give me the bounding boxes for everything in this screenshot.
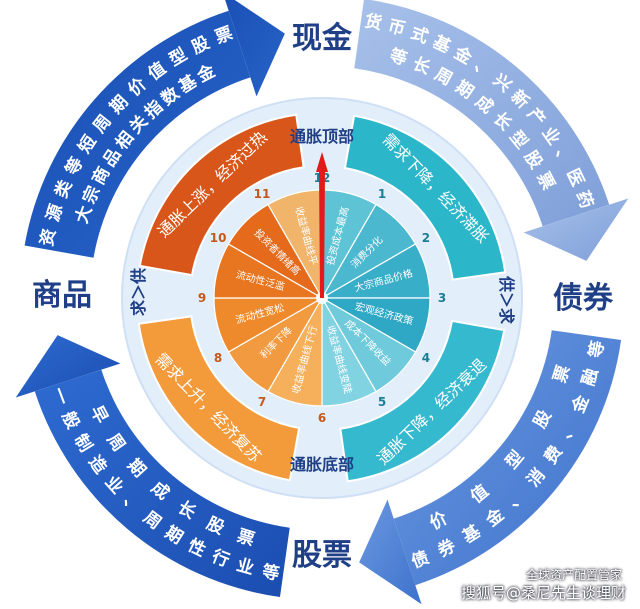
outer-arrow-bottom-right: 债券基金、消费、金融等价值型股票 xyxy=(359,330,622,605)
outer-arrow-text-char: 医 xyxy=(562,166,587,190)
outer-arrow-text-char: 货 xyxy=(363,10,384,34)
ring-label-bottom: 通胀底部 xyxy=(290,455,354,474)
pie-segment: 投资成本最高 xyxy=(321,189,377,301)
clock-number: 11 xyxy=(254,187,271,201)
outer-arrow-text-char: 一 xyxy=(47,385,72,408)
outer-arrow-text-char: 等 xyxy=(387,45,410,70)
pie-segment: 流动性泛滥 xyxy=(213,243,325,299)
clock-needle xyxy=(316,152,328,298)
outer-arrow-text-char: 票 xyxy=(550,363,574,385)
watermark-line2: 搜狐号@桑尼先生谈理财 xyxy=(460,584,626,602)
corner-label-left: 商品 xyxy=(32,278,92,313)
ring-label-top: 通胀顶部 xyxy=(290,127,354,146)
clock-number: 9 xyxy=(198,291,206,305)
outer-arrow-text-char: 股 xyxy=(189,33,213,58)
pie-segment: 宏观经济政策 xyxy=(319,297,431,353)
corner-label-right: 债券 xyxy=(553,281,614,316)
outer-arrow-text-char: 业 xyxy=(234,555,256,579)
outer-arrow-text-char: 票 xyxy=(213,23,236,48)
ring-label-left: 求＞供 xyxy=(129,268,148,316)
clock-number: 1 xyxy=(378,187,386,201)
outer-arrow-top-right: 货币式基金、兴新产业、医药等长周期成长型股票 xyxy=(354,0,629,261)
clock-number: 6 xyxy=(318,411,326,425)
outer-arrow-text-char: 药 xyxy=(572,188,598,211)
clock-number: 4 xyxy=(422,351,430,365)
outer-arrow-top-left: 资源类等短周期价值型股票大宗商品相关指数基金 xyxy=(24,0,285,258)
outer-arrow-text-char: 债 xyxy=(409,547,432,573)
clock-number: 2 xyxy=(422,231,430,245)
outer-arrow-bottom-left: 一般制造业、周期性行业等早周期成长股票 xyxy=(15,335,290,598)
ring-label-right: 供＞求 xyxy=(497,275,516,325)
outer-arrow-text-char: 大 xyxy=(71,203,96,226)
outer-arrow-text-char: 式 xyxy=(408,22,431,48)
watermark-line1: 全球资产配置管家 xyxy=(525,568,622,582)
outer-arrow-text-char: 融 xyxy=(579,366,603,388)
pie-segment: 流动性宽松 xyxy=(213,297,325,353)
outer-arrow-text-char: 票 xyxy=(235,526,257,550)
outer-arrow-text-char: 等 xyxy=(260,561,281,585)
pie-segment: 收益率曲线平 xyxy=(267,189,323,301)
clock-number: 10 xyxy=(210,231,227,245)
clock-number: 5 xyxy=(378,395,386,409)
clock-number: 7 xyxy=(258,395,266,409)
outer-arrow-text-char: 资 xyxy=(36,227,60,248)
outer-arrow-text-char: 币 xyxy=(386,16,408,40)
watermark: 全球资产配置管家 搜狐号@桑尼先生谈理财 xyxy=(460,568,626,603)
outer-arrow-text-char: 源 xyxy=(42,202,67,225)
corner-label-top: 现金 xyxy=(292,21,353,56)
outer-arrow-text-char: 股 xyxy=(203,514,227,539)
clock-number: 8 xyxy=(214,351,222,365)
clock-number: 3 xyxy=(438,291,446,305)
corner-label-bottom: 股票 xyxy=(292,538,352,573)
pie-segment: 收益率曲线下行 xyxy=(267,295,323,407)
outer-arrow-text-char: 等 xyxy=(585,339,609,360)
